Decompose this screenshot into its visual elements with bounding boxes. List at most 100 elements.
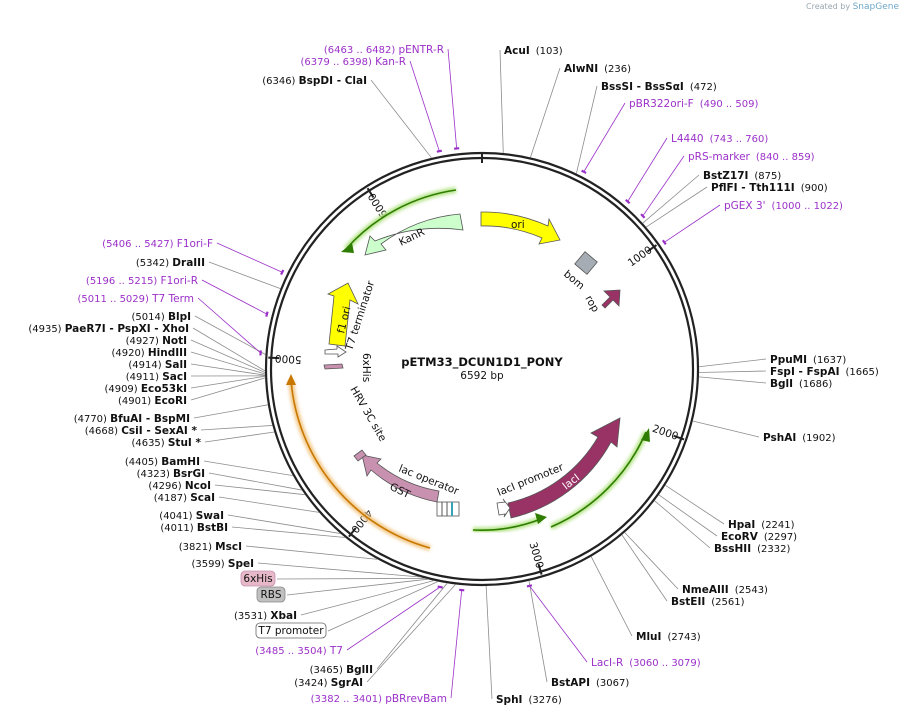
primer-label[interactable]: (6463 .. 6482) pENTR-R: [324, 44, 444, 56]
enzyme-name: BglII: [346, 664, 373, 676]
primer-label[interactable]: (5406 .. 5427) F1ori-F: [102, 238, 213, 250]
primer-label[interactable]: pRS-marker(840 .. 859): [688, 151, 815, 163]
enzyme-label[interactable]: (4911) SacI: [126, 371, 187, 383]
enzyme-label[interactable]: (5014) BlpI: [132, 311, 191, 323]
enzyme-label[interactable]: BstZ17I(875): [703, 170, 781, 182]
enzyme-lead: [190, 377, 266, 401]
enzyme-label[interactable]: (4920) HindIII: [111, 347, 187, 359]
feature-hrv-label: HRV 3C site: [347, 385, 388, 444]
enzyme-label[interactable]: PshAI(1902): [763, 432, 836, 444]
primer-coord: (5196 .. 5215): [86, 276, 161, 287]
enzyme-label[interactable]: PflFI - Tth111I(900): [711, 182, 828, 194]
primer-label[interactable]: pBR322ori-F(490 .. 509): [629, 98, 758, 110]
primer-label[interactable]: L4440(743 .. 760): [671, 133, 768, 145]
enzyme-coord: (2561): [711, 597, 744, 608]
enzyme-lead: [193, 404, 269, 419]
enzyme-label[interactable]: BssSI - BssSαI(472): [601, 81, 717, 93]
primer-name: T7 Term: [151, 293, 194, 305]
primer-mark: [625, 199, 631, 204]
enzyme-coord: (2241): [761, 520, 794, 531]
enzyme-label[interactable]: (3821) MscI: [179, 541, 242, 553]
enzyme-label[interactable]: (3531) XbaI: [234, 610, 297, 622]
enzyme-label[interactable]: (3465) BglII: [310, 664, 373, 676]
enzyme-label[interactable]: (4187) ScaI: [154, 492, 215, 504]
enzyme-label[interactable]: (4296) NcoI: [148, 480, 211, 492]
enzyme-label[interactable]: MluI(2743): [636, 631, 701, 643]
enzyme-lead: [621, 534, 668, 602]
primer-coord: (743 .. 760): [710, 134, 769, 145]
enzyme-label[interactable]: BstAPI(3067): [551, 677, 629, 689]
enzyme-label[interactable]: (4909) Eco53kI: [104, 383, 187, 395]
enzyme-label[interactable]: SphI(3276): [496, 694, 562, 706]
enzyme-label[interactable]: (3599) SpeI: [191, 558, 254, 570]
enzyme-label[interactable]: (3424) SgrAI: [294, 677, 363, 689]
enzyme-name: HpaI: [728, 519, 755, 531]
enzyme-label[interactable]: FspI - FspAI(1665): [770, 366, 879, 378]
feature-6xhis-label: 6xHis: [360, 353, 372, 382]
enzyme-label[interactable]: (4770) BfuAI - BspMI: [74, 413, 190, 425]
tick-mark: [268, 356, 280, 360]
boxed-feature-label[interactable]: T7 promoter: [257, 625, 324, 637]
enzyme-label[interactable]: (4927) NotI: [126, 335, 187, 347]
enzyme-label[interactable]: (4635) StuI *: [131, 437, 201, 449]
feature-hrv-3c-site[interactable]: HRV 3C site: [347, 385, 389, 462]
primer-name: F1ori-R: [161, 275, 198, 287]
boxed-feature-label[interactable]: 6xHis: [243, 573, 272, 585]
enzyme-label[interactable]: (4041) SwaI: [159, 510, 224, 522]
enzyme-label[interactable]: (4935) PaeR7I - PspXI - XhoI: [28, 323, 189, 335]
enzyme-name: SpeI: [228, 558, 254, 570]
feature-rop[interactable]: rop: [582, 289, 621, 315]
enzyme-label[interactable]: (5342) DraIII: [136, 257, 205, 269]
enzyme-coord: (3067): [596, 678, 629, 689]
enzyme-name: BstEII: [671, 596, 705, 608]
primer-label[interactable]: pGEX 3'(1000 .. 1022): [724, 200, 843, 212]
enzyme-label[interactable]: (4323) BsrGI: [137, 468, 205, 480]
enzyme-label[interactable]: HpaI (2241): [728, 519, 795, 531]
primer-mark: [436, 149, 443, 153]
enzyme-name: PaeR7I - PspXI - XhoI: [65, 323, 189, 335]
feature-bom[interactable]: bom: [561, 251, 598, 293]
primer-label[interactable]: (3382 .. 3401) pBRrevBam: [311, 693, 447, 705]
enzyme-lead: [214, 484, 306, 496]
tick-label: 1000: [626, 244, 655, 269]
feature-6xhis[interactable]: 6xHis: [323, 353, 372, 382]
primer-coord: (5406 .. 5427): [102, 239, 177, 250]
enzyme-label[interactable]: (6346) BspDI - ClaI: [262, 75, 367, 87]
enzyme-lead: [208, 472, 302, 491]
enzyme-label[interactable]: BssHII(2332): [714, 543, 790, 555]
enzyme-label[interactable]: (4901) EcoRI: [118, 395, 187, 407]
primer-name: T7: [329, 645, 343, 657]
primer-label[interactable]: (5196 .. 5215) F1ori-R: [86, 275, 198, 287]
feature-ori[interactable]: ori: [480, 211, 561, 245]
enzyme-name: MluI: [636, 631, 661, 643]
primer-label[interactable]: (5011 .. 5029) T7 Term: [78, 293, 195, 305]
feature-lead: [286, 578, 429, 596]
enzyme-label[interactable]: AlwNI(236): [564, 63, 631, 75]
feature-laci[interactable]: lacI: [507, 417, 621, 519]
enzyme-label[interactable]: NmeAIII(2543): [682, 584, 768, 596]
primer-label[interactable]: (3485 .. 3504) T7: [255, 645, 343, 657]
enzyme-label[interactable]: EcoRV(2297): [721, 531, 797, 543]
enzyme-label[interactable]: (4405) BamHI: [125, 456, 200, 468]
enzyme-label[interactable]: (4011) BstBI: [160, 522, 228, 534]
enzyme-name: FspI - FspAI: [770, 366, 840, 378]
enzyme-coord: (2332): [757, 544, 790, 555]
primer-label[interactable]: LacI-R(3060 .. 3079): [591, 657, 701, 669]
enzyme-label[interactable]: PpuMI(1637): [770, 354, 846, 366]
boxed-feature-box: [256, 586, 286, 603]
primer-name: pENTR-R: [398, 44, 444, 56]
enzyme-label[interactable]: (4914) SalI: [128, 359, 187, 371]
primer-lead: [216, 242, 283, 273]
enzyme-label[interactable]: BglI(1686): [770, 378, 832, 390]
enzyme-label[interactable]: BstEII (2561): [671, 596, 745, 608]
enzyme-label[interactable]: (4668) CsiI - SexAI *: [85, 425, 198, 437]
primer-mark: [640, 213, 646, 219]
enzyme-coord: (3276): [528, 695, 561, 706]
enzyme-name: PflFI - Tth111I: [711, 182, 795, 194]
boxed-feature-label[interactable]: RBS: [261, 589, 282, 601]
enzyme-label[interactable]: AcuI(103): [504, 45, 563, 57]
feature-f1-ori[interactable]: f1 ori: [327, 282, 359, 347]
enzyme-name: BlpI: [168, 311, 191, 323]
primer-label[interactable]: (6379 .. 6398) Kan-R: [301, 56, 406, 68]
